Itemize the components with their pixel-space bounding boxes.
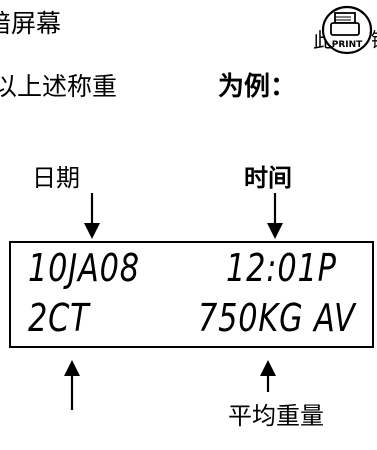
display-date-value: 10JA08 bbox=[28, 246, 140, 290]
display-weight-value: 750KG AV bbox=[198, 296, 356, 340]
display-time-value: 12:01P bbox=[226, 246, 337, 290]
instruction-line-2: 以上述称重 bbox=[0, 72, 118, 101]
date-label: 日期 bbox=[32, 164, 80, 192]
weight-up-arrow-icon bbox=[258, 360, 278, 392]
svg-text:键: 键 bbox=[371, 28, 377, 52]
lcd-display bbox=[9, 241, 374, 348]
instruction-line-1: 揞屏幕 bbox=[0, 9, 62, 38]
print-key-icon: 此 PRINT 键 bbox=[313, 3, 377, 57]
time-label: 时间 bbox=[244, 164, 292, 192]
date-down-arrow-icon bbox=[82, 193, 102, 241]
count-up-arrow-icon bbox=[62, 360, 82, 410]
average-weight-label: 平均重量 bbox=[228, 402, 324, 430]
print-key-label: PRINT bbox=[332, 40, 363, 50]
display-count-value: 2CT bbox=[28, 296, 90, 340]
time-down-arrow-icon bbox=[265, 193, 285, 241]
example-label: 为例： bbox=[218, 72, 297, 102]
